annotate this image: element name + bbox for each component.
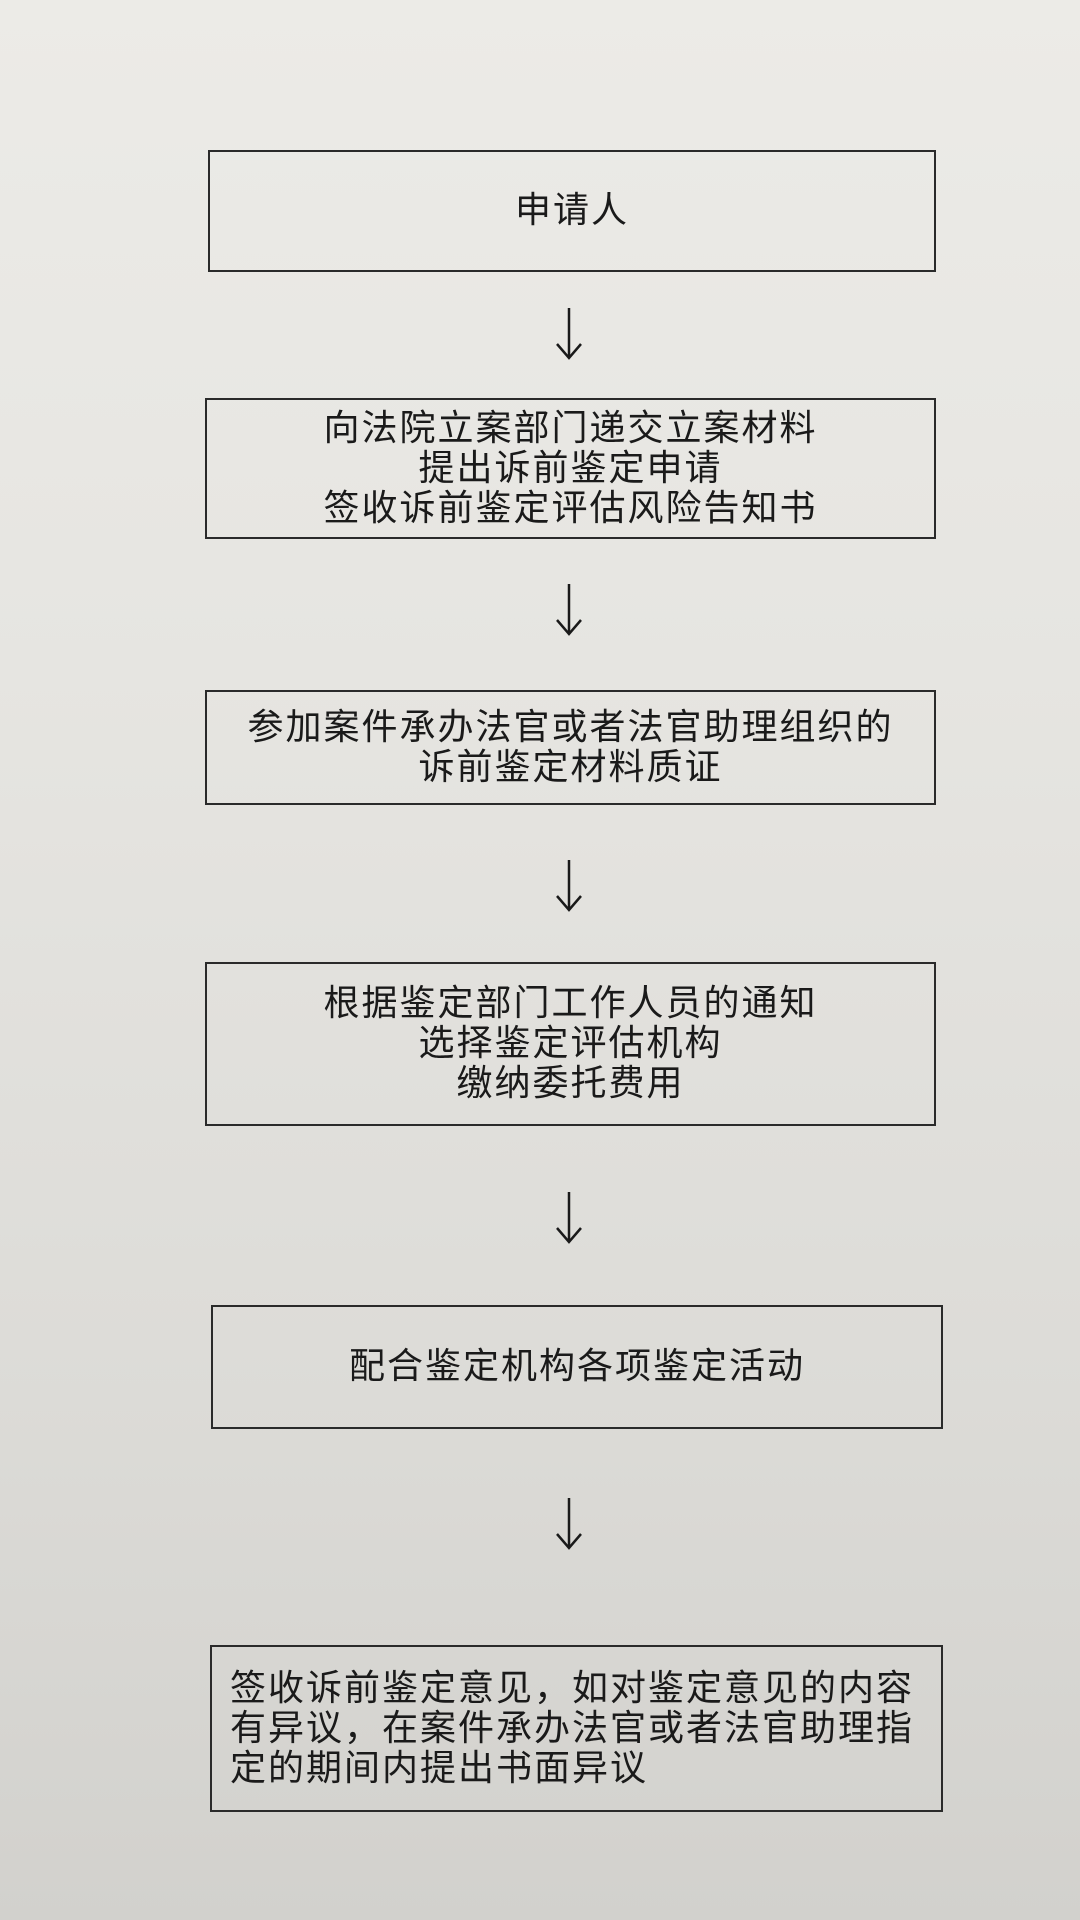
step-2-line-2: 提出诉前鉴定申请	[418, 447, 723, 489]
down-arrow-icon	[549, 1496, 589, 1552]
step-4-line-1: 根据鉴定部门工作人员的通知	[323, 983, 818, 1024]
step-3-line-2: 诉前鉴定材料质证	[418, 746, 723, 788]
step-box-applicant: 申请人	[208, 150, 936, 272]
step-box-evidence-examination: 参加案件承办法官或者法官助理组织的 诉前鉴定材料质证	[205, 690, 936, 805]
step-6-line-2: 有异议，在案件承办法官或者法官助理指	[230, 1707, 915, 1749]
step-6-line-1: 签收诉前鉴定意见，如对鉴定意见的内容	[230, 1667, 915, 1709]
down-arrow-icon	[549, 306, 589, 362]
step-2-line-3: 签收诉前鉴定评估风险告知书	[323, 487, 818, 529]
down-arrow-icon	[549, 1190, 589, 1246]
step-4-line-3: 缴纳委托费用	[456, 1063, 685, 1104]
step-6-line-3: 定的期间内提出书面异议	[230, 1747, 649, 1789]
step-box-select-institution: 根据鉴定部门工作人员的通知 选择鉴定评估机构 缴纳委托费用	[205, 962, 936, 1126]
down-arrow-icon	[549, 582, 589, 638]
step-5-line-1: 配合鉴定机构各项鉴定活动	[348, 1346, 805, 1387]
step-box-sign-opinion: 签收诉前鉴定意见，如对鉴定意见的内容 有异议，在案件承办法官或者法官助理指 定的…	[210, 1645, 943, 1812]
step-3-line-1: 参加案件承办法官或者法官助理组织的	[247, 706, 894, 748]
step-box-cooperate-appraisal: 配合鉴定机构各项鉴定活动	[211, 1305, 943, 1429]
step-4-line-2: 选择鉴定评估机构	[418, 1023, 723, 1064]
step-2-line-1: 向法院立案部门递交立案材料	[323, 407, 818, 449]
down-arrow-icon	[549, 858, 589, 914]
step-1-line-1: 申请人	[514, 190, 629, 231]
step-box-submit-materials: 向法院立案部门递交立案材料 提出诉前鉴定申请 签收诉前鉴定评估风险告知书	[205, 398, 936, 539]
